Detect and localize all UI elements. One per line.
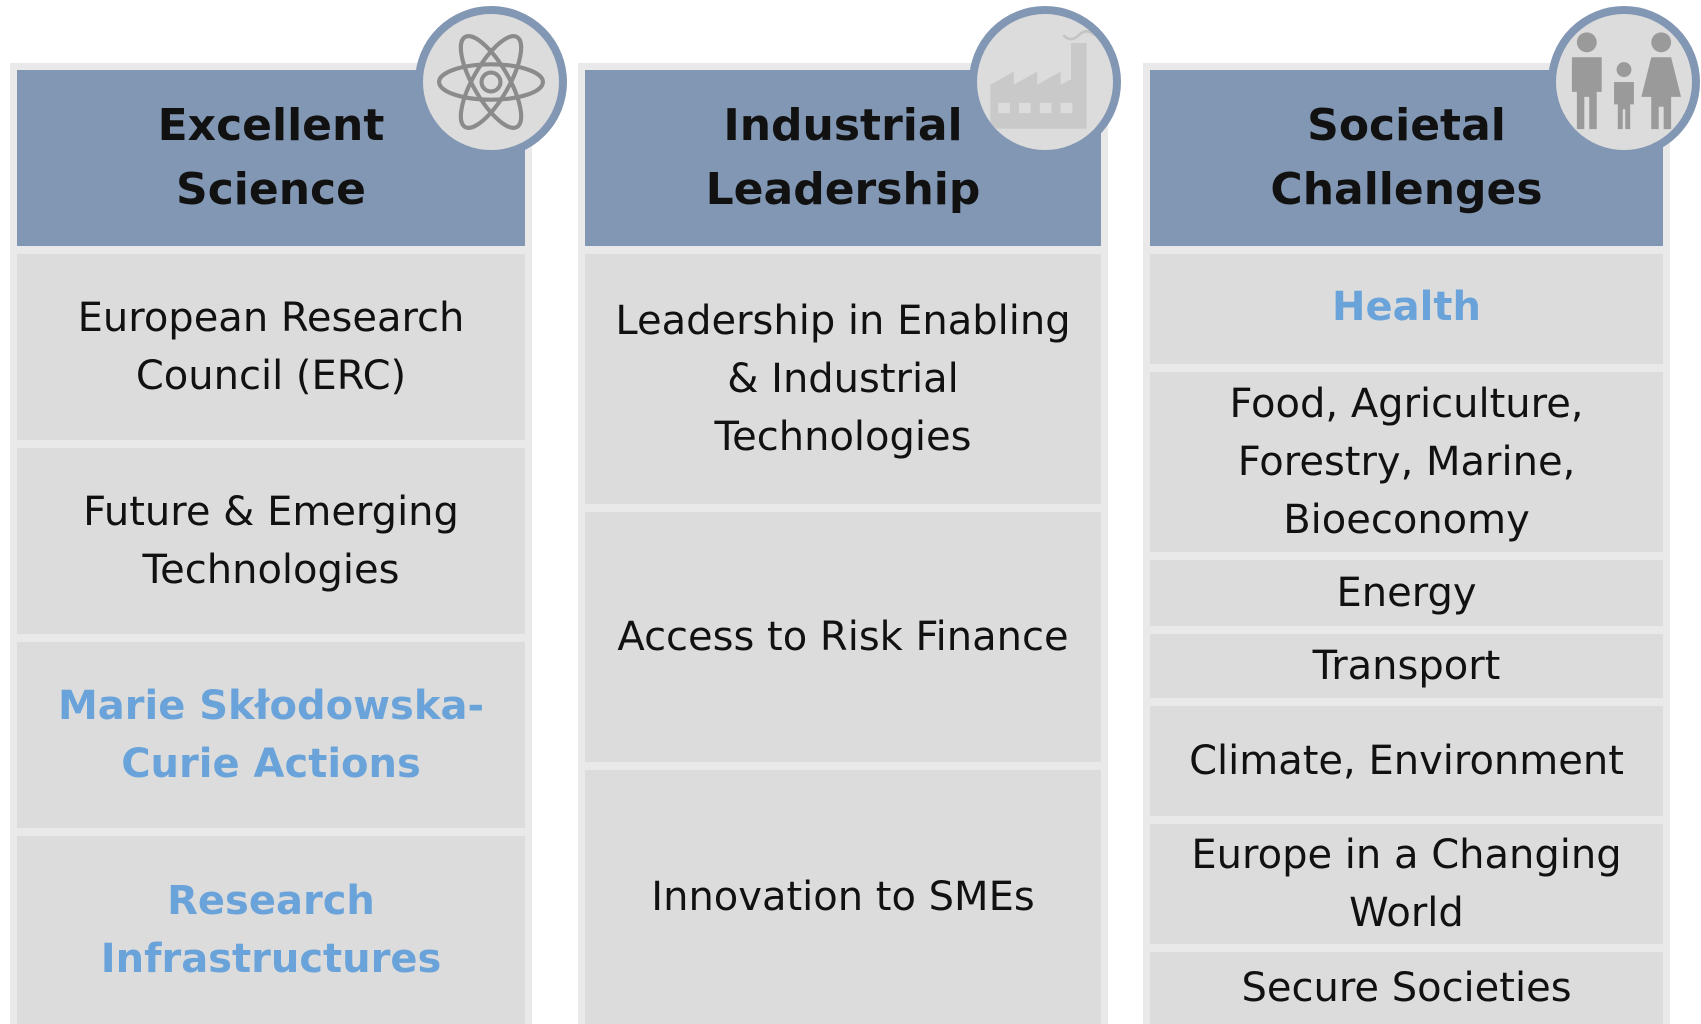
atom-icon xyxy=(437,34,545,130)
item-erc: European Research Council (ERC) xyxy=(17,254,525,440)
header-line1: Societal xyxy=(1307,100,1506,151)
item-innovation-smes: Innovation to SMEs xyxy=(585,770,1101,1024)
item-europe-changing-world: Europe in a Changing World xyxy=(1150,824,1663,944)
atom-icon-badge xyxy=(415,6,567,158)
item-health: Health xyxy=(1150,254,1663,364)
item-energy: Energy xyxy=(1150,560,1663,626)
item-leit: Leadership in Enabling & Industrial Tech… xyxy=(585,254,1101,504)
header-line1: Industrial xyxy=(723,100,963,151)
header-line2: Challenges xyxy=(1270,164,1543,215)
item-risk-finance: Access to Risk Finance xyxy=(585,512,1101,762)
header-line1: Excellent xyxy=(157,100,385,151)
item-msca: Marie Skłodowska-Curie Actions xyxy=(17,642,525,828)
header-line2: Leadership xyxy=(705,164,981,215)
item-fet: Future & Emerging Technologies xyxy=(17,448,525,634)
item-transport: Transport xyxy=(1150,634,1663,698)
factory-icon xyxy=(990,30,1096,129)
family-icon xyxy=(1571,32,1682,130)
item-secure-societies: Secure Societies xyxy=(1150,952,1663,1024)
item-climate-environment: Climate, Environment xyxy=(1150,706,1663,816)
column-header-societal-challenges: Societal Challenges xyxy=(1150,70,1663,246)
item-food-agriculture: Food, Agriculture, Forestry, Marine, Bio… xyxy=(1150,372,1663,552)
column-header-industrial-leadership: Industrial Leadership xyxy=(585,70,1101,246)
header-line2: Science xyxy=(176,164,366,215)
family-icon-badge xyxy=(1548,6,1700,158)
factory-icon-badge xyxy=(969,6,1121,158)
item-research-infrastructures: Research Infrastructures xyxy=(17,836,525,1024)
